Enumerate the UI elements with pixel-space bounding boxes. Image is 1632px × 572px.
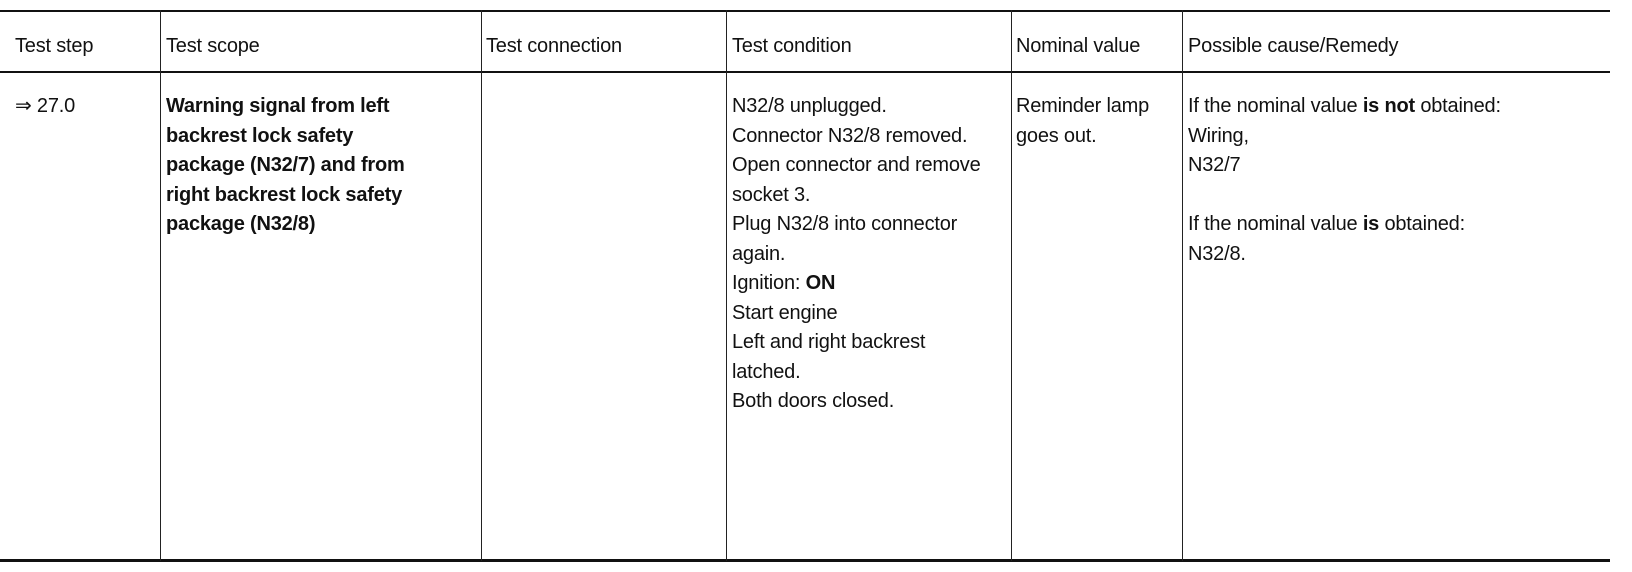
- column-divider: [1011, 10, 1012, 561]
- test-condition-line: Both doors closed.: [732, 390, 895, 412]
- remedy-n32-8: N32/8.: [1188, 242, 1246, 265]
- not-obtained-prefix: If the nominal value: [1188, 95, 1358, 117]
- test-scope-line: right backrest lock safety: [166, 183, 403, 206]
- not-obtained-is: is: [1362, 95, 1380, 117]
- table-top-rule: [0, 10, 1610, 12]
- test-condition-line: Connector N32/8 removed.: [732, 124, 968, 147]
- test-scope-line: package (N32/7) and from: [166, 154, 405, 176]
- ignition-label: Ignition:: [732, 272, 801, 294]
- ignition-state: ON: [805, 272, 836, 294]
- not-obtained-suffix: obtained:: [1420, 95, 1501, 117]
- test-condition-ignition-line: Ignition: ON: [732, 269, 981, 299]
- remedy-n32-7: N32/7: [1188, 154, 1241, 176]
- test-condition-line: socket 3.: [732, 183, 811, 206]
- remedy-wiring: Wiring,: [1188, 124, 1249, 147]
- obtained-is: is: [1362, 213, 1380, 235]
- test-scope-line: backrest lock safety: [166, 124, 354, 147]
- test-condition-line: Plug N32/8 into connector: [732, 213, 958, 235]
- header-test-scope: Test scope: [166, 35, 260, 57]
- table-header-rule: [0, 71, 1610, 73]
- obtained-prefix: If the nominal value: [1188, 213, 1358, 235]
- test-condition-line: latched.: [732, 360, 801, 383]
- cell-test-step: ⇒ 27.0: [15, 95, 76, 117]
- test-condition-line: Left and right backrest: [732, 331, 926, 353]
- not-obtained-not: not: [1384, 95, 1415, 117]
- test-condition-line: again.: [732, 242, 786, 265]
- test-condition-line: Open connector and remove: [732, 154, 981, 176]
- not-obtained-line: If the nominal value is not obtained:: [1188, 92, 1501, 122]
- test-condition-line: Start engine: [732, 301, 838, 324]
- header-nominal-value: Nominal value: [1016, 35, 1141, 57]
- test-scope-line: package (N32/8): [166, 213, 316, 235]
- obtained-line: If the nominal value is obtained:: [1188, 210, 1501, 240]
- remedy-spacer: [1188, 181, 1501, 211]
- test-condition-line: N32/8 unplugged.: [732, 95, 887, 117]
- column-divider: [160, 10, 161, 561]
- header-test-step: Test step: [15, 35, 94, 57]
- nominal-value-line: Reminder lamp: [1016, 95, 1150, 117]
- header-possible-cause: Possible cause/Remedy: [1188, 35, 1399, 57]
- cell-possible-cause: If the nominal value is not obtained: Wi…: [1188, 92, 1501, 269]
- obtained-suffix: obtained:: [1384, 213, 1465, 235]
- column-divider: [726, 10, 727, 561]
- test-scope-line: Warning signal from left: [166, 95, 390, 117]
- cell-nominal-value: Reminder lamp goes out.: [1016, 92, 1149, 151]
- column-divider: [1182, 10, 1183, 561]
- table-bottom-rule: [0, 559, 1610, 562]
- nominal-value-line: goes out.: [1016, 124, 1097, 147]
- header-test-condition: Test condition: [732, 35, 852, 57]
- column-divider: [481, 10, 482, 561]
- cell-test-scope: Warning signal from left backrest lock s…: [166, 92, 405, 240]
- header-test-connection: Test connection: [486, 35, 622, 57]
- cell-test-condition: N32/8 unplugged. Connector N32/8 removed…: [732, 92, 981, 417]
